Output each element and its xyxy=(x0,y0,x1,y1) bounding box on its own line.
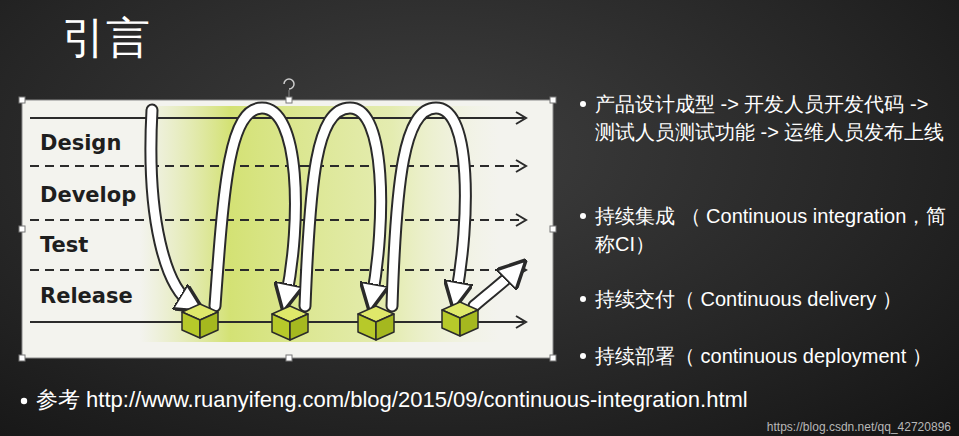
reference-note: 参考 http://www.ruanyifeng.com/blog/2015/0… xyxy=(36,387,748,413)
bullet-text: 持续交付（ Continuous delivery ） xyxy=(595,285,951,313)
row-label: Design xyxy=(40,129,121,157)
row-label: Develop xyxy=(40,181,136,209)
bullet-text: 持续部署（ continuous deployment ） xyxy=(595,342,951,370)
watermark: https://blog.csdn.net/qq_42720896 xyxy=(767,420,951,434)
bullet-text: 持续集成 （ Continuous integration，简称CI） xyxy=(595,202,951,258)
row-label: Release xyxy=(40,282,133,310)
row-label: Test xyxy=(40,231,88,259)
slide-title: 引言 xyxy=(62,10,150,66)
bullet-text: 产品设计成型 -> 开发人员开发代码 -> 测试人员测试功能 -> 运维人员发布… xyxy=(595,90,951,146)
